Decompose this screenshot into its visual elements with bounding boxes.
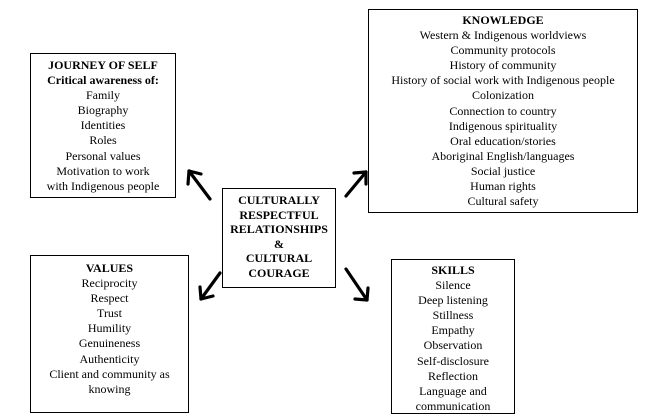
list-item: Human rights [470, 179, 536, 194]
list-item: Personal values [65, 148, 141, 163]
list-item: Deep listening [418, 293, 488, 308]
list-item: Humility [87, 321, 132, 336]
list-item: Indigenous spirituality [448, 118, 558, 133]
center-line: RELATIONSHIPS [230, 222, 328, 237]
center-line: & [274, 236, 284, 251]
list-item: Stillness [432, 308, 474, 323]
list-item: Colonization [472, 88, 534, 103]
arrow-to-self [186, 169, 212, 201]
list-item: History of social work with Indigenous p… [391, 73, 615, 88]
list-item: communication [415, 398, 491, 413]
center-line: COURAGE [248, 265, 310, 280]
list-item: Authenticity [79, 351, 140, 366]
arrow-to-skills [344, 267, 370, 302]
list-item: Biography [77, 103, 129, 118]
center-line: RESPECTFUL [239, 207, 319, 222]
knowledge-box: KNOWLEDGE Western & Indigenous worldview… [368, 9, 638, 213]
skills-title: SKILLS [431, 263, 475, 277]
list-item: Social justice [470, 163, 536, 178]
arrow-to-knowledge [344, 170, 368, 198]
list-item: Observation [423, 338, 483, 353]
list-item: Genuineness [78, 336, 141, 351]
journey-of-self-box: JOURNEY OF SELF Critical awareness of: F… [30, 53, 176, 198]
values-box: VALUES Reciprocity Respect Trust Humilit… [30, 255, 189, 413]
list-item: Oral education/stories [450, 133, 556, 148]
list-item: Empathy [431, 323, 475, 338]
list-item: History of community [449, 58, 557, 73]
list-item: Silence [435, 278, 471, 293]
list-item: Western & Indigenous worldviews [419, 28, 587, 43]
arrow-to-values [198, 271, 222, 301]
list-item: Client and community as [49, 366, 170, 381]
list-item: Family [85, 88, 120, 103]
knowledge-title: KNOWLEDGE [462, 13, 544, 27]
list-item: Identities [80, 118, 126, 133]
list-item: Aboriginal English/languages [431, 148, 575, 163]
list-item: with Indigenous people [46, 178, 160, 193]
list-item: Reflection [428, 368, 478, 383]
list-item: Motivation to work [56, 163, 150, 178]
center-concept-box: CULTURALLY RESPECTFUL RELATIONSHIPS & CU… [222, 188, 336, 288]
list-item: Self-disclosure [417, 353, 489, 368]
journey-of-self-subtitle: Critical awareness of: [47, 73, 159, 88]
center-line: CULTURAL [245, 251, 313, 266]
journey-of-self-title: JOURNEY OF SELF [48, 58, 158, 72]
center-line: CULTURALLY [238, 193, 320, 207]
list-item: Trust [97, 306, 122, 321]
list-item: Reciprocity [81, 276, 138, 291]
skills-box: SKILLS Silence Deep listening Stillness … [391, 259, 515, 414]
values-title: VALUES [85, 261, 134, 275]
list-item: knowing [88, 381, 131, 396]
list-item: Respect [90, 291, 129, 306]
list-item: Roles [89, 133, 117, 148]
list-item: Community protocols [450, 43, 556, 58]
list-item: Cultural safety [467, 194, 539, 209]
list-item: Connection to country [449, 103, 557, 118]
list-item: Language and [419, 383, 487, 398]
